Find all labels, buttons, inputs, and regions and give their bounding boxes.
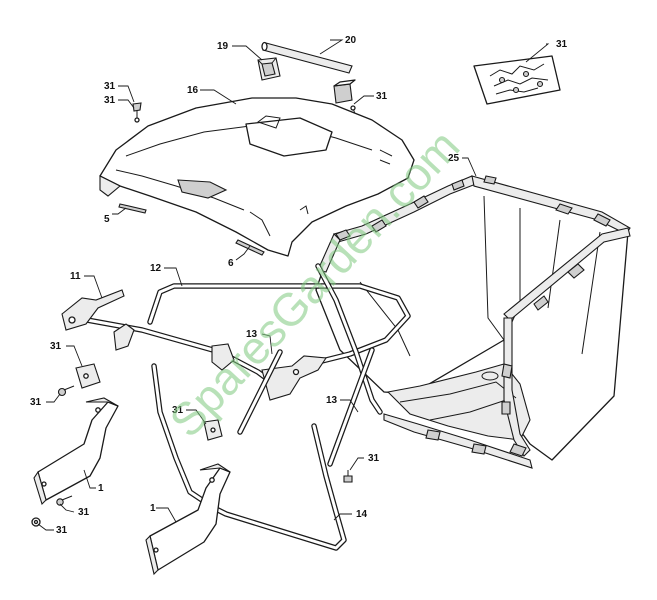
callout-31-bag: 31 xyxy=(556,39,568,50)
part-31-bolt-right xyxy=(343,470,353,483)
part-13-strut-right xyxy=(327,347,375,467)
part-19-bumper xyxy=(257,57,281,81)
callout-6: 6 xyxy=(228,258,234,269)
part-31-screw-top-left xyxy=(132,102,142,123)
part-20-rod xyxy=(261,41,353,74)
callout-1-bottom: 1 xyxy=(150,503,156,514)
part-1-side-bracket-bottom xyxy=(145,463,231,576)
callout-31-top-left-b: 31 xyxy=(104,95,116,106)
callout-13-right: 13 xyxy=(326,395,338,406)
callout-5: 5 xyxy=(104,214,110,225)
callout-11: 11 xyxy=(70,271,81,282)
part-6-short-rod xyxy=(235,239,265,256)
part-14-lower-frame xyxy=(151,363,347,551)
callout-14: 14 xyxy=(356,509,368,520)
part-25-grass-bag xyxy=(315,175,631,469)
callout-12: 12 xyxy=(150,263,162,274)
part-12-bag-frame xyxy=(147,263,411,415)
callout-31-top-left-a: 31 xyxy=(104,81,116,92)
callout-1-left: 1 xyxy=(98,483,104,494)
part-13-strut-left xyxy=(237,349,283,435)
part-31-bracket-left xyxy=(75,363,101,389)
callout-16: 16 xyxy=(187,85,199,96)
callout-19: 19 xyxy=(217,41,229,52)
callout-25: 25 xyxy=(448,153,460,164)
part-16-top-cover xyxy=(99,97,415,257)
part-5-short-rod xyxy=(118,203,147,214)
callout-31-lower-left: 31 xyxy=(78,507,90,518)
part-31-hardware-bag xyxy=(473,55,561,105)
part-31-bolt-lower-left xyxy=(56,495,73,506)
part-31-clip-middle xyxy=(203,419,223,441)
callout-labels: 20 19 31 31 16 31 31 5 6 25 11 12 31 31 … xyxy=(30,35,568,536)
part-1-side-bracket-left xyxy=(33,397,119,506)
callout-31-left-bolt: 31 xyxy=(30,397,42,408)
part-11-hinge-rod xyxy=(61,289,327,401)
callout-31-washer: 31 xyxy=(56,525,68,536)
leader-lines xyxy=(37,39,550,531)
callout-31-cover-clip: 31 xyxy=(376,91,388,102)
part-31-clip-cover xyxy=(333,79,356,115)
callout-20: 20 xyxy=(345,35,357,46)
callout-31-right-bolt: 31 xyxy=(368,453,380,464)
callout-31-middle: 31 xyxy=(172,405,184,416)
part-31-bolt-left xyxy=(57,385,75,397)
callout-31-left-bracket: 31 xyxy=(50,341,62,352)
callout-13-left: 13 xyxy=(246,329,258,340)
